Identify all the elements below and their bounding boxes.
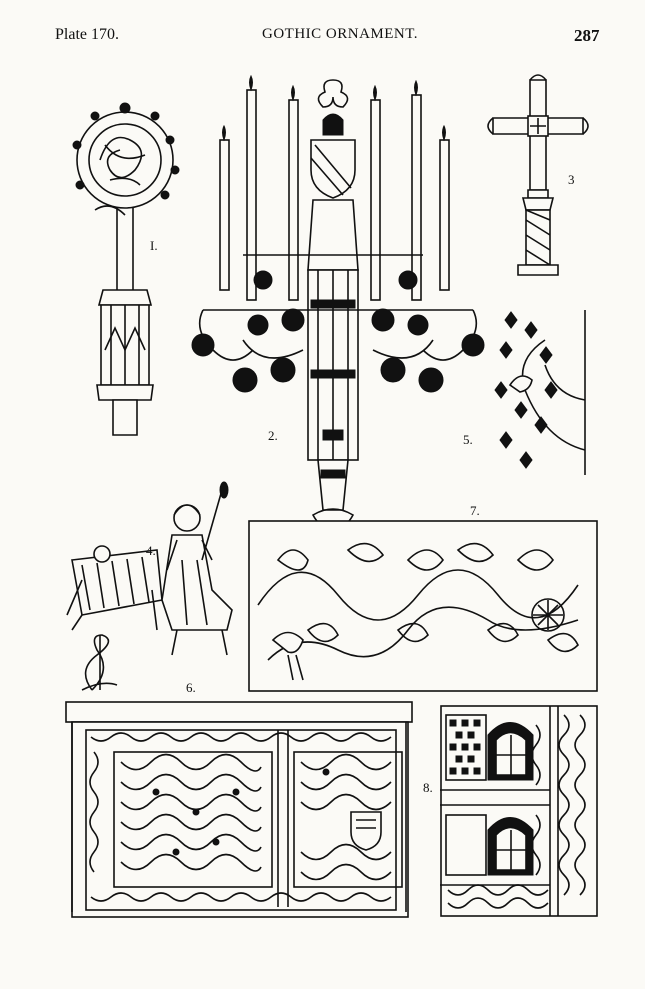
- figure-number-6: 6.: [186, 680, 196, 695]
- candelabrum-icon: [191, 74, 485, 529]
- page-number: 287: [574, 26, 600, 45]
- monogram-icon: [81, 634, 118, 691]
- plate-title: GOTHIC ORNAMENT.: [262, 26, 419, 42]
- figure-number-4: 4.: [146, 543, 156, 558]
- foliage-bracket-icon: [494, 310, 586, 475]
- figure-number-1: I.: [150, 238, 158, 253]
- carved-chest-icon: [65, 701, 413, 918]
- processional-cross-icon: [487, 74, 589, 276]
- figure-number-7: 7.: [470, 503, 480, 518]
- figure-number-5: 5.: [463, 432, 473, 447]
- figure-number-3: 3: [568, 172, 575, 187]
- figure-number-2: 2.: [268, 428, 278, 443]
- cradle-scene-icon: [66, 481, 233, 656]
- crosier-icon: [72, 102, 180, 436]
- figure-number-8: 8.: [423, 780, 433, 795]
- tracery-panel-icon: [440, 705, 598, 917]
- foliage-frieze-icon: [248, 520, 598, 692]
- plate-label: Plate 170.: [55, 26, 119, 43]
